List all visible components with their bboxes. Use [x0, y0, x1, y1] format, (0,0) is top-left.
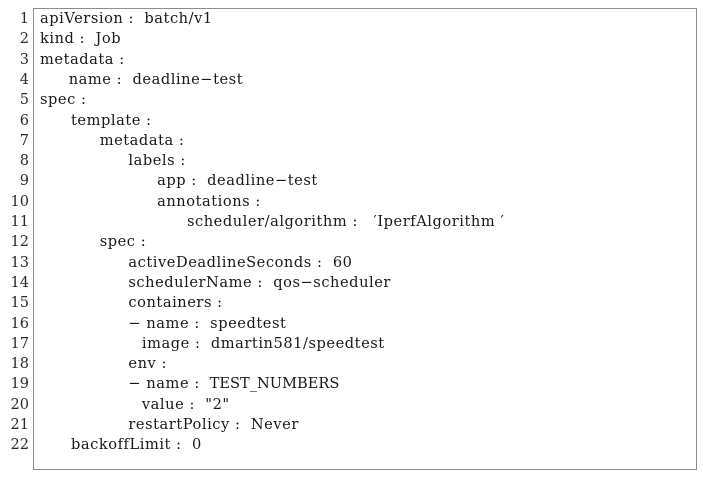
line-number: 10 — [10, 193, 29, 210]
code-line: 10 annotations : — [0, 192, 703, 212]
line-number: 4 — [19, 71, 29, 88]
line-number: 1 — [19, 11, 29, 27]
code-line-text: name : deadline−test — [68, 70, 244, 88]
code-line-text: metadata : — [40, 50, 125, 68]
line-number: 2 — [19, 31, 29, 48]
code-line: 2 kind : Job — [0, 29, 703, 49]
code-line: 14 schedulerName : qos−scheduler — [0, 273, 703, 293]
line-number: 8 — [19, 153, 29, 170]
code-line: 21 restartPolicy : Never — [0, 415, 703, 435]
line-number: 22 — [10, 437, 29, 454]
code-line: 8 labels : — [0, 151, 703, 171]
code-line-text: env : — [128, 355, 167, 373]
line-number: 16 — [10, 315, 29, 332]
code-listing-frame — [33, 8, 697, 470]
code-line-text: − name : TEST_NUMBERS — [128, 375, 340, 393]
code-line: 6 template : — [0, 111, 703, 131]
code-line: 5 spec : — [0, 90, 703, 110]
line-number: 12 — [10, 234, 29, 251]
code-line-text: image : dmartin581/speedtest — [141, 334, 385, 352]
code-line: 19 − name : TEST_NUMBERS — [0, 374, 703, 394]
code-line-text: value : "2" — [141, 395, 230, 413]
code-line-text: schedulerName : qos−scheduler — [128, 273, 391, 291]
code-line: 1 apiVersion : batch/v1 — [0, 9, 703, 29]
line-number: 15 — [10, 295, 29, 312]
line-number: 20 — [10, 396, 29, 413]
code-line: 20 value : "2" — [0, 395, 703, 415]
line-number: 13 — [10, 254, 29, 271]
code-line: 11 scheduler/algorithm : ′IperfAlgorithm … — [0, 212, 703, 232]
code-line: 12 spec : — [0, 232, 703, 252]
code-line-text: annotations : — [157, 192, 261, 210]
line-number: 3 — [19, 51, 29, 68]
code-line: 13 activeDeadlineSeconds : 60 — [0, 253, 703, 273]
line-number: 14 — [10, 274, 29, 291]
line-number: 9 — [19, 173, 29, 190]
line-number: 7 — [19, 132, 29, 149]
line-number: 11 — [10, 214, 29, 230]
line-number: 18 — [10, 356, 29, 373]
line-number: 5 — [19, 92, 29, 109]
code-line: 7 metadata : — [0, 131, 703, 151]
code-line: 16 − name : speedtest — [0, 314, 703, 334]
code-line: 17 image : dmartin581/speedtest — [0, 334, 703, 354]
code-line: 18 env : — [0, 354, 703, 374]
code-line-text: kind : Job — [40, 30, 122, 48]
code-line-text: template : — [70, 111, 152, 129]
code-line: 22 backoffLimit : 0 — [0, 435, 703, 455]
code-line-text: spec : — [40, 91, 87, 109]
code-line-text: app : deadline−test — [157, 172, 318, 190]
code-line-text: apiVersion : batch/v1 — [40, 10, 213, 27]
code-line-text: restartPolicy : Never — [128, 416, 299, 433]
code-line-text: backoffLimit : 0 — [70, 436, 202, 454]
line-number: 21 — [10, 417, 29, 433]
line-number: 6 — [19, 112, 29, 129]
code-line: 15 containers : — [0, 293, 703, 313]
line-number: 19 — [10, 376, 29, 393]
code-line: 4 name : deadline−test — [0, 70, 703, 90]
code-line: 9 app : deadline−test — [0, 171, 703, 191]
code-line-text: labels : — [128, 152, 186, 170]
line-number: 17 — [10, 335, 29, 352]
code-line-text: containers : — [128, 294, 223, 312]
code-line-text: spec : — [99, 233, 147, 251]
code-line-text: metadata : — [99, 131, 185, 149]
code-line-text: scheduler/algorithm : ′IperfAlgorithm ′ — [186, 213, 505, 230]
code-line-text: − name : speedtest — [128, 314, 287, 332]
code-line-text: activeDeadlineSeconds : 60 — [128, 253, 353, 271]
code-line: 3 metadata : — [0, 50, 703, 70]
